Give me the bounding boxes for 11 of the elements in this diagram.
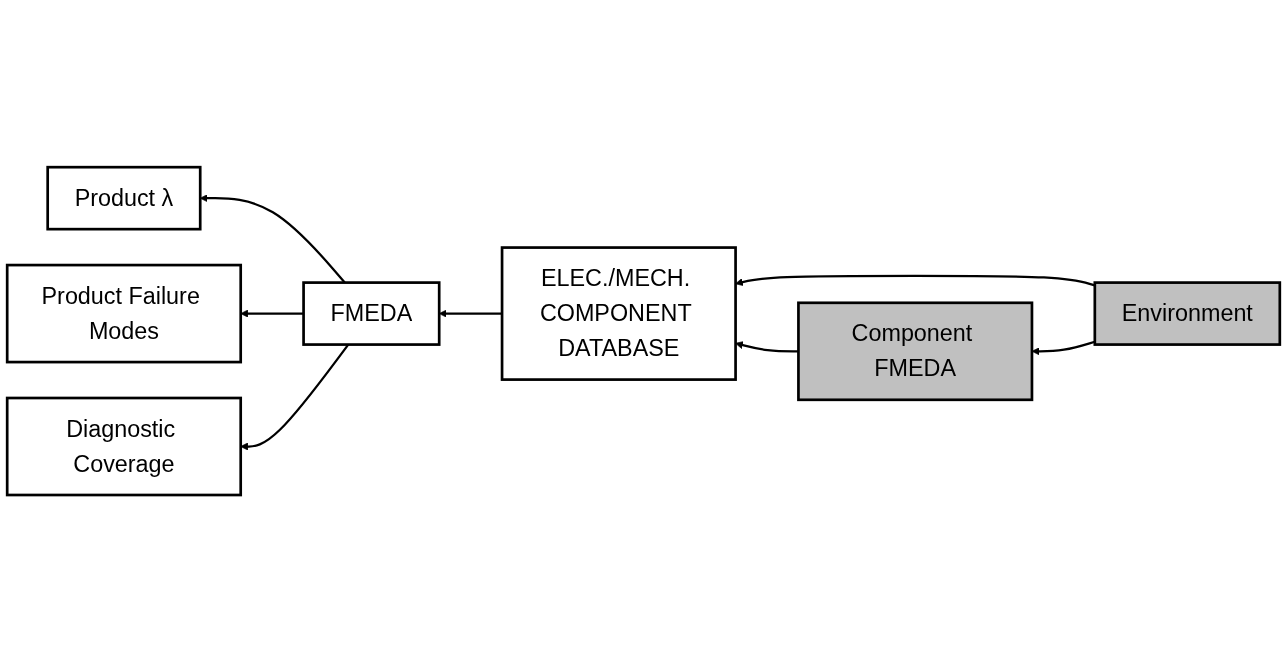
arrow bbox=[240, 310, 304, 318]
node-box: Product λ bbox=[46, 166, 202, 231]
arrow bbox=[735, 341, 799, 353]
node-box: Component FMEDA bbox=[797, 301, 1034, 402]
arrow bbox=[240, 344, 350, 451]
node-box: Environment bbox=[1093, 281, 1282, 347]
node-box: FMEDA bbox=[302, 281, 441, 347]
node-box: Diagnostic Coverage bbox=[5, 397, 243, 497]
node-box: ELEC./MECH. COMPONENT DATABASE bbox=[500, 246, 737, 382]
arrow bbox=[1031, 341, 1096, 356]
node-box: Product Failure Modes bbox=[5, 264, 243, 364]
